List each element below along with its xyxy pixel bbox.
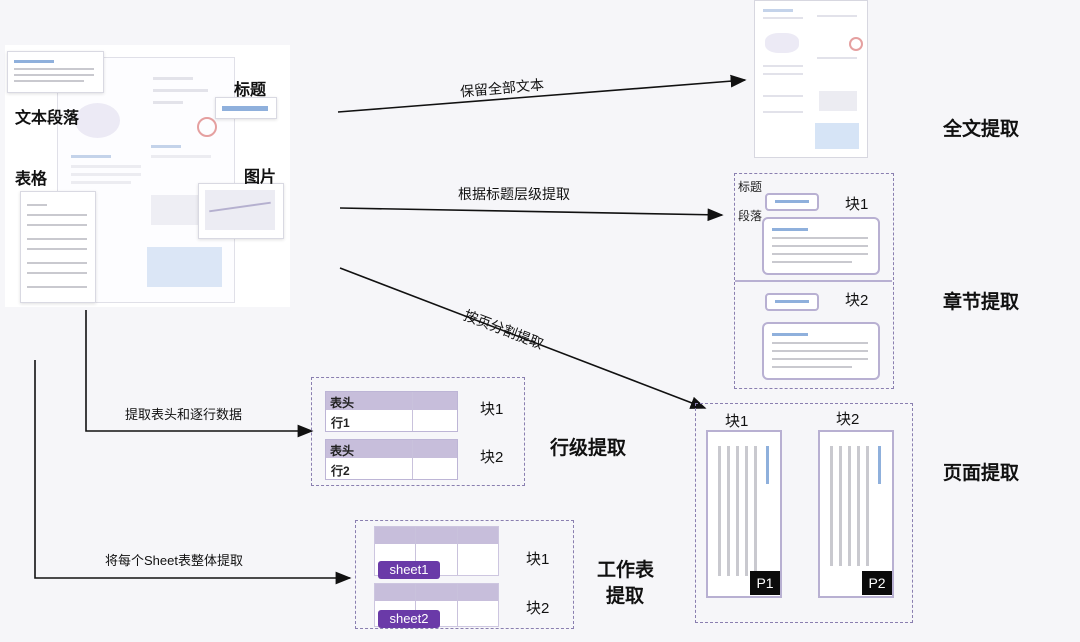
table-thumb xyxy=(20,191,96,303)
seal-icon xyxy=(197,117,217,137)
row-table-1-row: 行1 xyxy=(331,416,350,430)
label-table: 表格 xyxy=(15,171,48,188)
row-box xyxy=(311,377,525,486)
mode-sheet-line2: 提取 xyxy=(606,586,645,607)
arrow-row xyxy=(85,310,314,438)
chapter-heading-pill-2 xyxy=(765,293,819,311)
arrow-label-header-rows: 提取表头和逐行数据 xyxy=(125,407,243,422)
full-text-page xyxy=(754,0,868,158)
source-chart-thumb xyxy=(75,103,120,138)
chapter-paragraph-card-2 xyxy=(762,322,880,380)
sheet-table-1 xyxy=(374,526,499,576)
chapter-divider xyxy=(735,280,892,282)
mode-row: 行级提取 xyxy=(550,438,627,459)
heading-thumb xyxy=(215,97,277,119)
image-thumb xyxy=(198,183,284,239)
chapter-block-1-label: 块1 xyxy=(845,196,869,213)
sheet-tab-1: sheet1 xyxy=(378,561,440,579)
arrow-page xyxy=(339,267,707,409)
page-box xyxy=(695,403,913,623)
arrow-full-text xyxy=(337,74,747,113)
row-table-2-header: 表头 xyxy=(330,444,355,458)
full-text-seal-icon xyxy=(849,37,863,51)
arrow-label-by-heading-level: 根据标题层级提取 xyxy=(458,186,570,202)
sheet-tab-2: sheet2 xyxy=(378,610,440,628)
row-table-1-header: 表头 xyxy=(330,396,355,410)
sheet-box xyxy=(355,520,574,629)
row-block-2-label: 块2 xyxy=(480,449,504,466)
label-text-paragraph: 文本段落 xyxy=(15,110,80,127)
page-p2-badge: P2 xyxy=(862,571,892,595)
chapter-paragraph-card-1 xyxy=(762,217,880,275)
mode-chapter: 章节提取 xyxy=(943,292,1020,313)
sheet-block-2-label: 块2 xyxy=(526,600,550,617)
row-table-2 xyxy=(325,439,458,480)
sheet-block-1-label: 块1 xyxy=(526,551,550,568)
page-block-1-label: 块1 xyxy=(725,413,749,430)
label-image: 图片 xyxy=(244,169,277,186)
chapter-heading-pill-1 xyxy=(765,193,819,211)
source-document-collage xyxy=(5,45,290,307)
page-p2 xyxy=(818,430,894,598)
arrow-chapter xyxy=(339,207,724,222)
page-p1-badge: P1 xyxy=(750,571,780,595)
mode-page: 页面提取 xyxy=(943,463,1020,484)
text-paragraph-thumb xyxy=(7,51,104,93)
mode-sheet-line1: 工作表 xyxy=(597,560,655,581)
page-block-2-label: 块2 xyxy=(836,411,860,428)
row-table-2-row: 行2 xyxy=(331,464,350,478)
label-heading: 标题 xyxy=(234,82,267,99)
row-block-1-label: 块1 xyxy=(480,401,504,418)
arrow-sheet xyxy=(34,360,352,585)
arrow-label-each-sheet: 将每个Sheet表整体提取 xyxy=(105,553,243,568)
page-p1 xyxy=(706,430,782,598)
chapter-heading-label: 标题 xyxy=(738,180,763,194)
row-table-1 xyxy=(325,391,458,432)
chapter-box xyxy=(734,173,894,389)
chapter-block-2-label: 块2 xyxy=(845,292,869,309)
mode-full-text: 全文提取 xyxy=(943,119,1020,140)
chapter-paragraph-label: 段落 xyxy=(738,209,763,223)
